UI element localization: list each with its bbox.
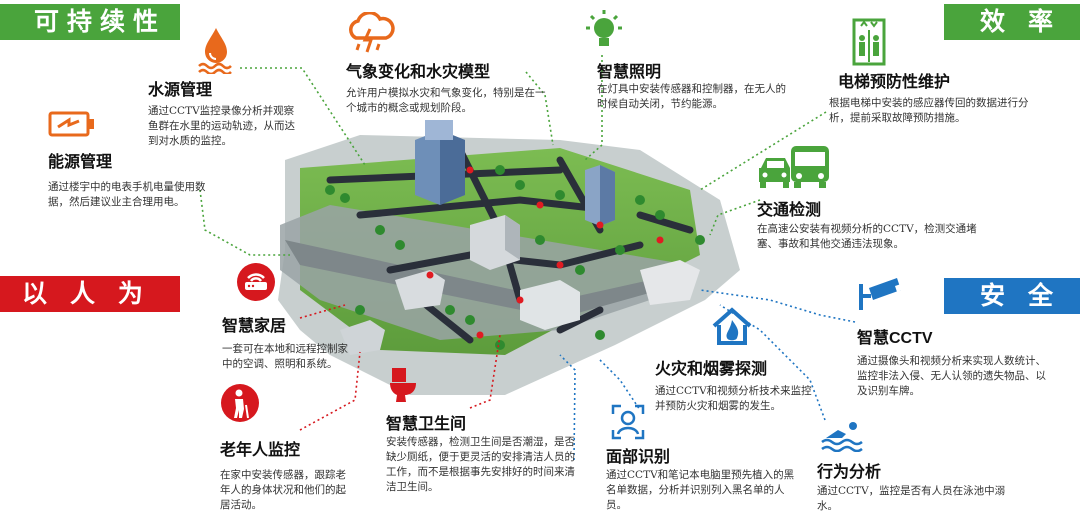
toilet-icon: [390, 368, 416, 402]
cctv-camera-icon: [859, 278, 901, 310]
smart-cctv-title: 智慧CCTV: [857, 330, 933, 347]
smart-toilet-title: 智慧卫生间: [386, 416, 467, 433]
banner-sustainable: 可持续性: [0, 4, 180, 40]
storm-cloud-icon: [349, 12, 395, 53]
swimmer-icon: [821, 422, 863, 452]
elderly-person-icon: [221, 384, 259, 422]
router-icon: [237, 263, 275, 301]
smart-cctv-desc: 通过摄像头和视频分析来实现人数统计、监控非法入侵、无人认领的遗失物品、以及识别车…: [857, 355, 1046, 397]
face-recognition-desc: 通过CCTV和笔记本电脑里预先植入的黑名单数据，分析并识别列入黑名单的人员。: [606, 469, 795, 511]
car-bus-icon: [759, 146, 829, 188]
elevator-icon: [852, 18, 886, 66]
smart-home-desc: 一套可在本地和远程控制家中的空调、照明和系统。: [222, 343, 348, 370]
smart-toilet-desc: 安装传感器，检测卫生间是否潮湿，是否缺少厕纸，便于更灵活的安排清洁人员的工作，而…: [386, 436, 575, 493]
smart-lighting-title: 智慧照明: [597, 64, 662, 81]
behavior-analysis-desc: 通过CCTV，监控是否有人员在泳池中溺水。: [817, 485, 1006, 512]
elderly-monitoring-desc: 在家中安装传感器，跟踪老年人的身体状况和他们的起居活动。: [220, 469, 346, 511]
smart-lighting-desc: 在灯具中安装传感器和控制器，在无人的时候自动关闭，节约能源。: [597, 83, 786, 110]
energy-management-title: 能源管理: [48, 154, 113, 171]
face-scan-icon: [611, 404, 645, 440]
fire-smoke-detection-desc: 通过CCTV和视频分析技术来监控并预防火灾和烟雾的发生。: [655, 385, 812, 412]
smart-home-title: 智慧家居: [222, 318, 287, 335]
battery-icon: [48, 111, 94, 137]
traffic-detection-title: 交通检测: [757, 202, 822, 219]
water-management-title: 水源管理: [148, 82, 213, 99]
traffic-detection-desc: 在高速公安装有视频分析的CCTV，检测交通堵塞、事故和其他交通违法现象。: [757, 223, 977, 250]
banner-people: 以 人 为 本: [0, 276, 180, 344]
elderly-monitoring-title: 老年人监控: [220, 442, 301, 459]
fire-house-icon: [712, 307, 752, 345]
banner-efficiency: 效 率: [944, 4, 1080, 40]
behavior-analysis-title: 行为分析: [817, 464, 882, 481]
water-drop-icon: [198, 28, 232, 74]
energy-management-desc: 通过楼宇中的电表手机电量使用数据，然后建议业主合理用电。: [48, 181, 206, 208]
weather-flood-model-title: 气象变化和水灾模型: [346, 64, 491, 81]
elevator-maintenance-title: 电梯预防性维护: [838, 74, 951, 91]
light-bulb-icon: [586, 10, 622, 46]
water-management-desc: 通过CCTV监控录像分析并观察鱼群在水里的运动轨迹，从而达到对水质的监控。: [148, 105, 295, 147]
weather-flood-model-desc: 允许用户模拟水灾和气象变化，特别是在一个城市的概念或规划阶段。: [346, 87, 546, 114]
banner-safety: 安 全: [944, 278, 1080, 314]
elevator-maintenance-desc: 根据电梯中安装的感应器传回的数据进行分析，提前采取故障预防措施。: [829, 97, 1029, 124]
fire-smoke-detection-title: 火灾和烟雾探测: [655, 361, 768, 378]
face-recognition-title: 面部识别: [606, 449, 671, 466]
